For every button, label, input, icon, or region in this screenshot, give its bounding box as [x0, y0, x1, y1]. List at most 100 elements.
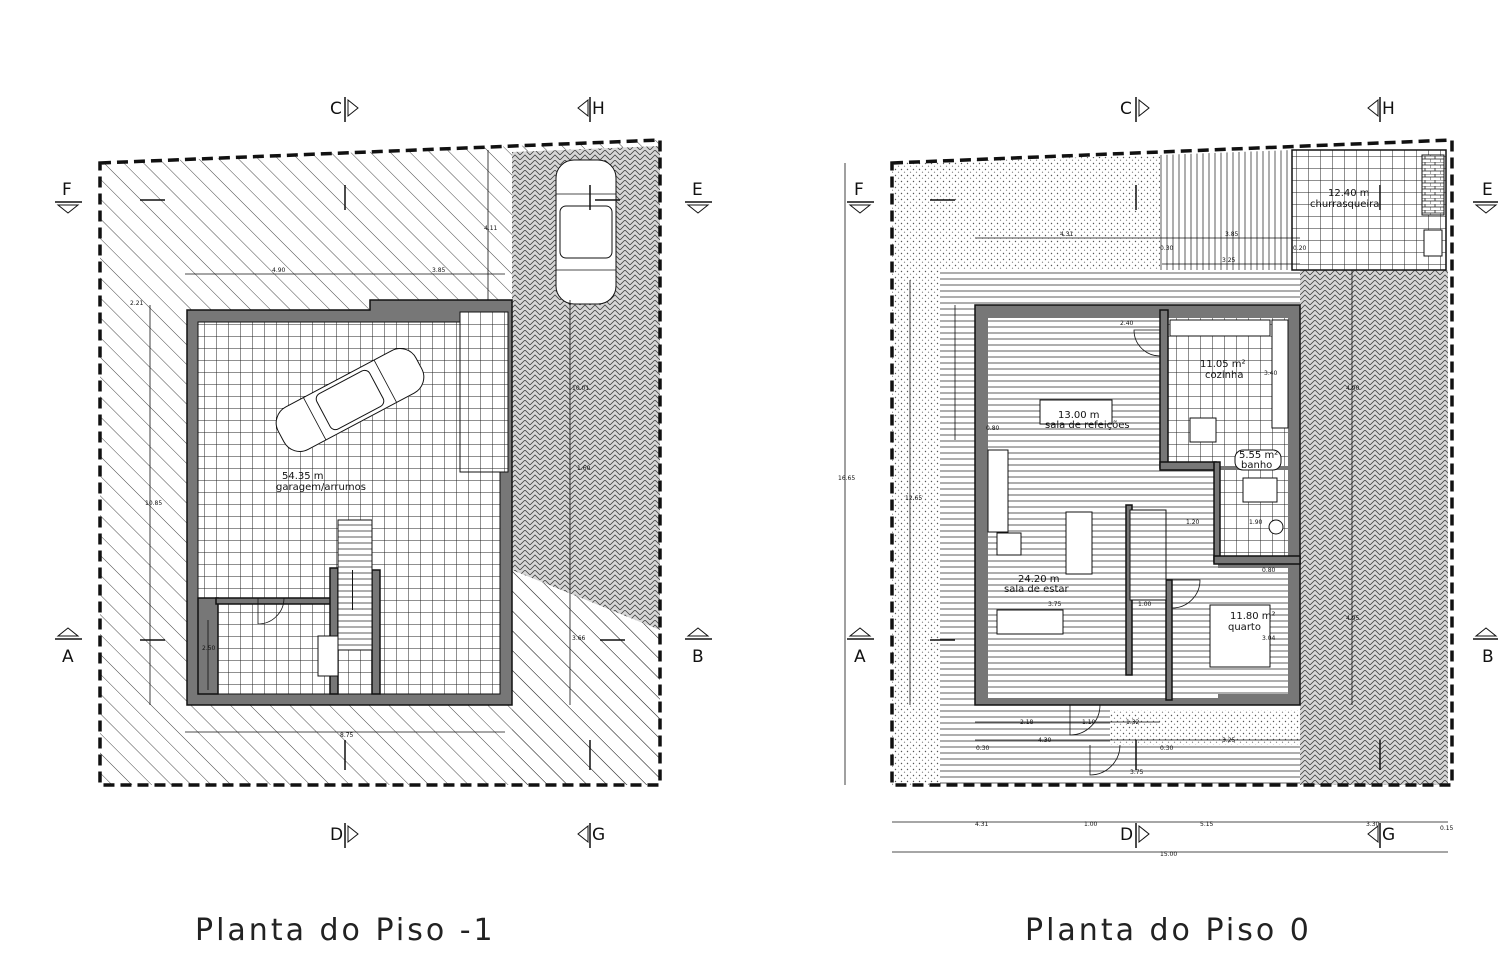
plan-title-piso-0: Planta do Piso 0 [1025, 913, 1312, 948]
arrow-right-icon [1138, 824, 1150, 844]
dim-label: 0.80 [1262, 567, 1276, 574]
dim-label: 2.50 [202, 645, 216, 652]
bottom-dotted-strip [1110, 710, 1300, 745]
dim-label: 4.30 [1038, 737, 1052, 744]
room-name-refeicoes: sala de refeições [1045, 420, 1130, 431]
storage-wall-block [459, 311, 509, 473]
arrow-down-icon [686, 204, 710, 214]
section-label-d: D [1120, 825, 1133, 845]
dim-label: 0.30 [1160, 745, 1174, 752]
dim-label: 4.95 [1346, 615, 1360, 622]
section-label-h: H [1382, 99, 1395, 119]
toilet-icon [1268, 519, 1284, 535]
kitchen-counter-top [1169, 319, 1271, 337]
dim-label: 10.01 [572, 385, 589, 392]
dim-label: 4.90 [1346, 385, 1360, 392]
door-garden [1089, 744, 1121, 776]
section-markers-piso-menos-1: C H F E A B D G [55, 97, 712, 848]
arrow-up-icon [848, 627, 872, 637]
sofa-bottom [996, 609, 1064, 635]
dim-label: 12.65 [905, 495, 922, 502]
dim-label: 2.18 [1020, 719, 1034, 726]
deck-top [1160, 150, 1292, 270]
section-label-g: G [1382, 825, 1395, 845]
dim-label: 3.30 [1366, 821, 1380, 828]
section-label-g: G [592, 825, 605, 845]
arrow-left-icon [1367, 98, 1379, 118]
dining-living-floor [988, 318, 1160, 698]
section-label-f: F [62, 180, 72, 200]
dim-label: 3.40 [1264, 370, 1278, 377]
room-area-quarto: 11.80 m² [1230, 611, 1276, 622]
dim-label: 8.75 [340, 732, 354, 739]
plot-boundary-piso-0 [890, 138, 1454, 787]
section-label-c: C [330, 99, 342, 119]
dim-label: 4.90 [272, 267, 286, 274]
churrasqueira-brick [1421, 154, 1445, 216]
stair-flight [337, 519, 373, 651]
plan-title-piso-menos-1: Planta do Piso -1 [195, 913, 496, 948]
room-name-quarto: quarto [1228, 622, 1261, 633]
plan-piso-0: 12.40 m churrasqueira [838, 97, 1498, 948]
dim-label: 3.66 [572, 635, 586, 642]
wall-bathroom-left [1213, 461, 1221, 563]
dim-label: 1.10 [1082, 719, 1096, 726]
dim-label: 3.25 [1222, 737, 1236, 744]
dim-label: 1.60 [577, 465, 591, 472]
dim-label: 1.20 [1186, 519, 1200, 526]
wall-dining-kitchen [1159, 309, 1169, 469]
section-label-b: B [1482, 647, 1494, 667]
wall-bathroom-bottom [1213, 555, 1301, 565]
armchair [996, 532, 1022, 556]
door-entrance [1069, 704, 1101, 736]
room-name-banho: banho [1241, 460, 1272, 471]
plot-boundary [98, 138, 662, 787]
sofa [1065, 511, 1093, 575]
arrow-left-icon [577, 98, 589, 118]
car-driveway [555, 159, 617, 305]
dimension-labels-piso-menos-1: 4.90 3.85 4.11 2.21 10.85 10.01 1.60 2.5… [130, 225, 591, 739]
arrow-left-icon [1367, 824, 1379, 844]
dim-label: 3.75 [1048, 601, 1062, 608]
arrow-up-icon [686, 627, 710, 637]
arrow-left-icon [577, 824, 589, 844]
door-dining [1133, 329, 1161, 357]
dim-label: 4.31 [1060, 231, 1074, 238]
garden-left-dotted [892, 270, 940, 785]
arrow-up-icon [56, 627, 80, 637]
arrow-right-icon [1138, 98, 1150, 118]
plan-piso-menos-1: 4.90 3.85 4.11 2.21 10.85 10.01 1.60 2.5… [55, 97, 712, 948]
dim-label: 1.90 [1249, 519, 1263, 526]
room-name-churrasqueira: churrasqueira [1310, 199, 1379, 210]
dim-label: 16.65 [838, 475, 855, 482]
dim-label: 3.75 [1130, 769, 1144, 776]
wall-bedroom-left [1165, 579, 1173, 701]
dim-label: 0.80 [986, 425, 1000, 432]
room-area-refeicoes: 13.00 m [1058, 410, 1100, 421]
arrow-up-icon [1474, 627, 1498, 637]
arrow-right-icon [347, 824, 359, 844]
door-bedroom [1171, 579, 1201, 609]
section-label-f: F [854, 180, 864, 200]
section-label-c: C [1120, 99, 1132, 119]
arrow-down-icon [56, 204, 80, 214]
dim-label: 15.00 [1160, 851, 1177, 858]
storage-partition [215, 597, 337, 605]
banho-label-box [1234, 449, 1282, 471]
wall-kitchen-bottom [1159, 461, 1217, 471]
stair-wall-2 [371, 569, 381, 695]
room-name-garagem: garagem/arrumos [276, 482, 366, 493]
dining-table [1039, 399, 1113, 425]
driveway-herringbone [1300, 270, 1448, 785]
arrow-down-icon [1474, 204, 1498, 214]
shower-icon [1242, 477, 1278, 503]
section-label-a: A [62, 647, 74, 667]
dimension-lines-piso-0 [844, 163, 1448, 853]
storage-door [257, 597, 285, 625]
kitchen-stove [1189, 417, 1217, 443]
car-garage [275, 348, 425, 452]
dim-label: 0.30 [976, 745, 990, 752]
stair-landing [317, 635, 339, 677]
section-label-b: B [692, 647, 704, 667]
